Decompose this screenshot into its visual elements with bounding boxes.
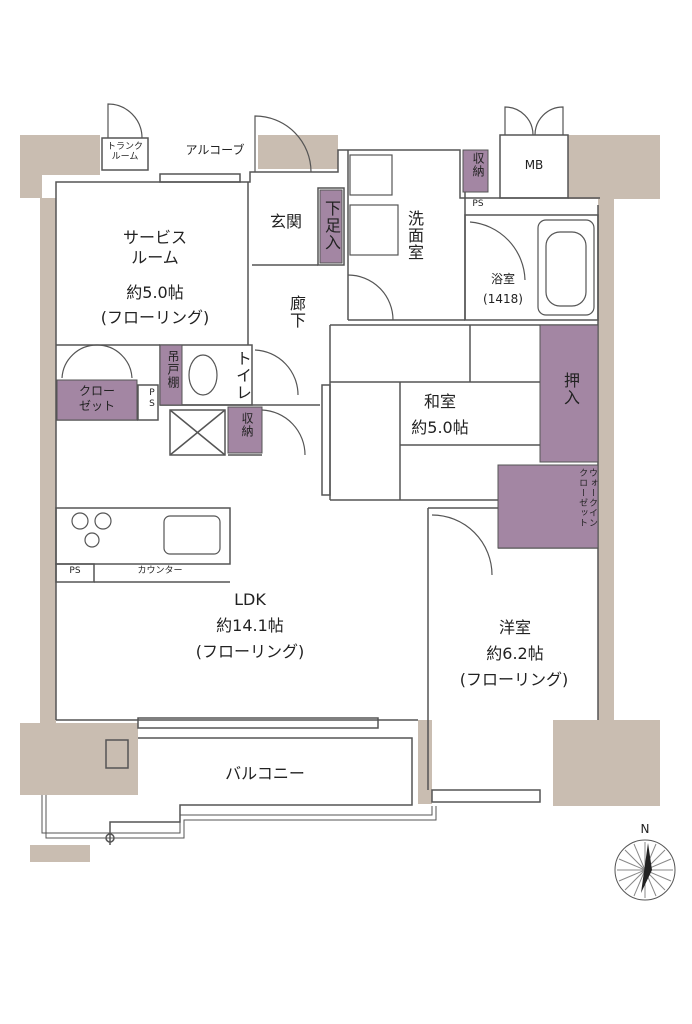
label-washroom: 洗面室	[405, 210, 424, 261]
label-toilet: トイレ	[233, 350, 252, 401]
label-yoshitsu-floor: (フローリング)	[459, 670, 569, 689]
exterior-walls	[20, 135, 660, 862]
mb-door-right	[534, 106, 564, 136]
label-ldk-name: LDK	[234, 590, 266, 609]
compass-rose	[614, 839, 676, 901]
wash-basin	[349, 204, 399, 256]
label-balcony: バルコニー	[225, 764, 305, 783]
label-closet: クロー ゼット	[78, 384, 115, 413]
railing-2	[45, 795, 437, 839]
label-ps-kitchen: PS	[69, 566, 81, 576]
wall-right	[598, 198, 614, 723]
label-oshiire: 押入	[561, 372, 580, 406]
ps-box-kitchen	[55, 563, 95, 583]
balcony-outline	[109, 737, 413, 845]
label-walkin-closet: ウォークイン クローゼット	[577, 468, 597, 528]
label-washitsu-size: 約5.0帖	[411, 418, 469, 437]
label-storage-small: 収納	[240, 412, 254, 438]
kitchen-sink	[163, 515, 221, 555]
service-window	[159, 173, 241, 183]
stove-burner-1	[71, 512, 89, 530]
closet-fill	[56, 379, 138, 421]
wall-top-left-corner	[20, 135, 42, 198]
label-bath-size: (1418)	[483, 292, 523, 306]
label-bath-name: 浴室	[490, 272, 515, 286]
washitsu-window	[321, 384, 331, 496]
wall-left	[40, 198, 56, 725]
trunk-room-outline	[101, 137, 149, 171]
wall-top-mid	[258, 135, 338, 169]
shoe-storage-box	[317, 187, 345, 266]
ps-box-left	[137, 384, 159, 421]
bathtub-inner	[545, 231, 587, 307]
storage-door	[261, 409, 306, 456]
ldk-window	[137, 717, 379, 729]
trunk-door	[107, 103, 143, 139]
door-swings	[61, 103, 564, 576]
shoe-storage-fill	[319, 189, 343, 264]
label-alcove: アルコーブ	[185, 143, 245, 157]
railing-1	[41, 795, 433, 834]
compass-needle	[641, 843, 652, 893]
front-door	[254, 115, 312, 173]
label-trunk-room: トランク ルーム	[106, 142, 143, 162]
label-service-room-name: サービス ルーム	[122, 228, 187, 267]
label-ps-top: PS	[472, 199, 484, 209]
label-hallway: 廊下	[287, 295, 306, 329]
fixtures	[71, 154, 595, 555]
balcony-drain	[105, 833, 115, 843]
wall-right-bottom	[553, 720, 660, 806]
label-service-room-size: 約5.0帖	[126, 283, 184, 302]
label-north: N	[640, 822, 650, 836]
outline-top	[55, 149, 600, 199]
label-yoshitsu-size: 約6.2帖	[486, 644, 544, 663]
label-ps-left: PS	[147, 388, 157, 410]
hanging-shelf-fill	[159, 344, 183, 406]
kitchen-counter	[55, 507, 231, 565]
bath-box	[464, 214, 599, 321]
label-storage-top: 収納	[471, 152, 485, 178]
label-hanging-shelf: 吊戸棚	[166, 350, 180, 389]
toilet-door	[254, 349, 299, 396]
skylight-box	[169, 409, 226, 456]
label-washitsu-name: 和室	[423, 392, 456, 411]
wall-bottom-left-stub	[30, 845, 90, 862]
washing-machine	[349, 154, 393, 196]
label-counter: カウンター	[137, 566, 183, 576]
toilet-bowl	[188, 354, 218, 396]
label-yoshitsu-name: 洋室	[498, 618, 531, 637]
closet-door-right	[96, 344, 133, 379]
stove-burner-2	[94, 512, 112, 530]
label-service-room-floor: (フローリング)	[100, 308, 210, 327]
yoshitsu-window	[431, 789, 541, 803]
yoshitsu-door	[431, 514, 493, 576]
bathtub	[537, 219, 595, 316]
bath-door	[469, 221, 526, 281]
storage-areas	[56, 149, 599, 549]
label-entrance: 玄関	[269, 212, 302, 231]
label-shoe-storage: 下足入	[322, 200, 341, 251]
storage-top-fill	[462, 149, 489, 193]
wall-top-right	[568, 135, 660, 199]
mb-door-left	[504, 106, 534, 136]
oshiire-fill	[539, 324, 599, 463]
closet-door-left	[61, 344, 98, 379]
label-mb: MB	[524, 158, 544, 172]
skylight-x2	[169, 409, 226, 456]
wall-left-bottom	[20, 723, 138, 795]
wic-fill	[497, 464, 599, 549]
stove-burner-3	[84, 532, 100, 548]
washroom-door	[347, 274, 394, 321]
wall-bottom-mid	[418, 720, 432, 804]
label-ldk-floor: (フローリング)	[195, 642, 305, 661]
label-ldk-size: 約14.1帖	[216, 616, 284, 635]
storage-small-fill	[227, 406, 263, 454]
balcony-sink	[105, 739, 129, 769]
compass-circle	[614, 839, 676, 901]
